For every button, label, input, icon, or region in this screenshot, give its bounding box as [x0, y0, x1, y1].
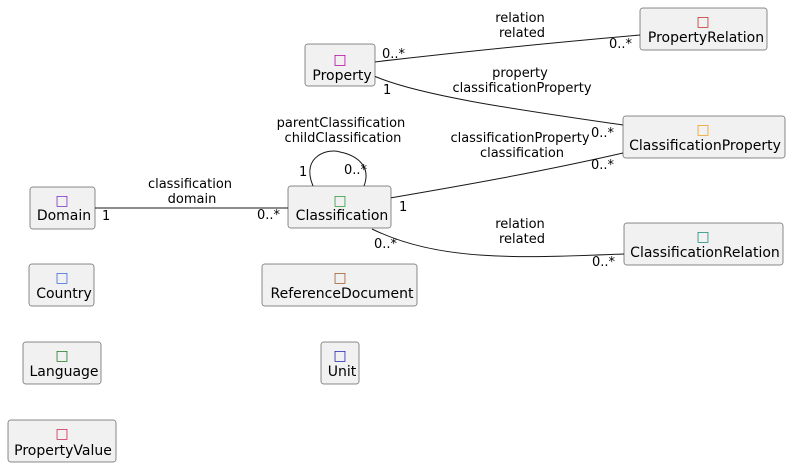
edge-line: [309, 150, 367, 187]
class-box: [622, 115, 786, 159]
edge-label-line1: classificationProperty: [450, 131, 589, 146]
class-label: ReferenceDocument: [270, 286, 414, 302]
edge-label-line1: parentClassification: [277, 116, 406, 131]
class-label: Domain: [37, 208, 91, 224]
edge-label-line2: classification: [480, 146, 564, 161]
class-label: Country: [36, 286, 92, 302]
edge-line: [371, 228, 625, 258]
class-icon: □: [333, 348, 346, 364]
edge-label-line1: property: [492, 66, 548, 81]
class-icon: □: [696, 229, 709, 245]
class-box: [7, 419, 117, 463]
class-icon: □: [333, 193, 346, 209]
edge-label-line1: relation: [495, 11, 545, 26]
class-node-property[interactable]: □ Property: [304, 43, 376, 87]
edge-label-line2: classificationProperty: [452, 81, 591, 96]
class-label: Property: [312, 68, 371, 84]
class-icon: □: [696, 122, 709, 138]
target-multiplicity: 0..*: [344, 163, 368, 178]
class-label: PropertyRelation: [648, 30, 764, 46]
class-node-classification[interactable]: □ Classification: [287, 185, 392, 229]
edge-line: [373, 34, 641, 63]
edge-label-line2: childClassification: [285, 131, 402, 146]
edge-label-line2: related: [499, 232, 545, 247]
class-box: [22, 341, 102, 385]
target-multiplicity: 0..*: [609, 37, 633, 52]
source-multiplicity: 0..*: [382, 47, 406, 62]
edge-classification-classification-property: classificationProperty classification 1 …: [389, 131, 624, 215]
class-icon: □: [333, 52, 346, 68]
class-node-property-relation[interactable]: □ PropertyRelation: [639, 7, 768, 51]
class-node-domain[interactable]: □ Domain: [29, 186, 96, 230]
target-multiplicity: 0..*: [591, 158, 615, 173]
source-multiplicity: 1: [102, 209, 110, 224]
class-box: [29, 186, 96, 230]
class-icon: □: [696, 14, 709, 30]
class-node-reference-document[interactable]: □ ReferenceDocument: [261, 263, 418, 307]
edge-label-line1: relation: [495, 217, 545, 232]
edge-domain-classification: classification domain 1 0..*: [95, 177, 288, 224]
edge-classification-self: parentClassification childClassification…: [277, 116, 406, 187]
target-multiplicity: 0..*: [257, 208, 281, 223]
class-node-language[interactable]: □ Language: [22, 341, 102, 385]
source-multiplicity: 1: [299, 165, 307, 180]
class-box: [639, 7, 768, 51]
class-box: [623, 222, 784, 266]
class-label: PropertyValue: [14, 443, 112, 459]
class-node-classification-relation[interactable]: □ ClassificationRelation: [623, 222, 784, 266]
class-node-classification-property[interactable]: □ ClassificationProperty: [622, 115, 786, 159]
edge-property-property-relation: relation related 0..* 0..*: [373, 11, 641, 63]
target-multiplicity: 0..*: [592, 255, 616, 270]
class-node-unit[interactable]: □ Unit: [320, 341, 360, 385]
target-multiplicity: 0..*: [591, 126, 615, 141]
edge-line: [389, 152, 624, 199]
class-box: [28, 263, 95, 307]
class-box: [320, 341, 360, 385]
class-icon: □: [333, 270, 346, 286]
edge-classification-classification-relation: relation related 0..* 0..*: [371, 217, 625, 270]
class-icon: □: [55, 426, 68, 442]
source-multiplicity: 1: [399, 200, 407, 215]
class-box: [261, 263, 418, 307]
edge-label-line2: domain: [168, 192, 217, 207]
edge-label-line2: related: [499, 26, 545, 41]
class-icon: □: [55, 348, 68, 364]
edge-property-classification-property: property classificationProperty 1 0..*: [373, 66, 624, 141]
class-label: Classification: [296, 208, 389, 224]
source-multiplicity: 0..*: [374, 237, 398, 252]
class-box: [304, 43, 376, 87]
class-icon: □: [55, 270, 68, 286]
class-icon: □: [55, 193, 68, 209]
class-box: [287, 185, 392, 229]
class-node-property-value[interactable]: □ PropertyValue: [7, 419, 117, 463]
edge-label-line1: classification: [148, 177, 232, 192]
class-label: ClassificationProperty: [629, 138, 781, 154]
edge-line: [373, 75, 624, 126]
class-node-country[interactable]: □ Country: [28, 263, 95, 307]
class-label: ClassificationRelation: [630, 245, 780, 261]
class-label: Unit: [328, 364, 357, 380]
class-label: Language: [29, 364, 98, 380]
source-multiplicity: 1: [383, 83, 391, 98]
